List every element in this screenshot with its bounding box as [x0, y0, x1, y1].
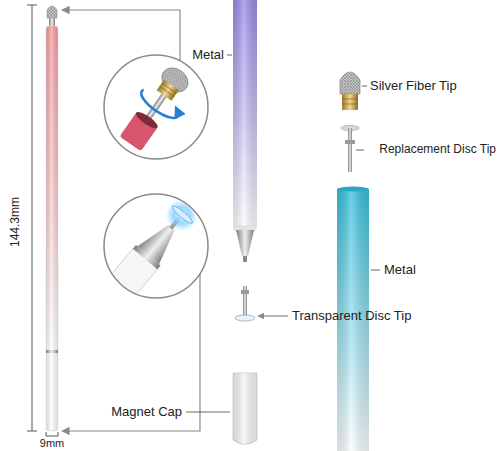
clear-disc [235, 315, 255, 321]
thread [342, 99, 358, 100]
magnet-cap [233, 373, 257, 445]
gold-collar [342, 94, 358, 110]
disc-glow [159, 193, 204, 238]
thread [342, 104, 358, 105]
nib-end [243, 256, 247, 262]
left-stylus [46, 6, 58, 431]
pen-shading [233, 0, 257, 228]
part-label: Magnet Cap [111, 405, 182, 420]
fiber-tip [340, 72, 360, 94]
pen-opening [134, 109, 160, 130]
leader-line [356, 150, 364, 151]
cap-shading [233, 373, 257, 445]
length-dimension [27, 5, 37, 431]
leader-line [227, 55, 232, 56]
callout-leader [62, 274, 200, 431]
dimension-tick [27, 5, 37, 6]
pen-shading [46, 26, 58, 431]
part-label: Transparent Disc Tip [292, 309, 411, 324]
clear-disc [170, 204, 194, 225]
width-dimension-label: 9mm [40, 437, 64, 450]
silver-fiber-tip [340, 72, 360, 110]
middle-stylus [233, 0, 257, 262]
length-dimension-label: 144.3mm [9, 194, 23, 250]
tip-pin [348, 128, 352, 172]
detail-circle [104, 194, 208, 298]
pin-collar [241, 290, 249, 294]
cap-body [233, 373, 257, 445]
metal-ring [46, 350, 58, 353]
pen-ring [234, 226, 256, 230]
pin-collar [345, 140, 355, 144]
callout-leader [62, 10, 180, 61]
width-dimension [46, 432, 58, 436]
dimension-bracket [46, 432, 58, 436]
leader-line [186, 412, 230, 413]
thread [162, 83, 177, 93]
detail-circle [104, 55, 208, 159]
leader-line [371, 270, 380, 271]
tip-detail [113, 59, 200, 157]
part-label: Metal [384, 263, 416, 278]
fiber-tip [47, 6, 57, 18]
pen-body [46, 26, 58, 431]
leader-line [362, 86, 367, 87]
part-label: Metal [192, 48, 224, 63]
rotate-arrow [137, 88, 180, 123]
replacement-disc-tip [341, 126, 359, 173]
metal-cone [236, 230, 254, 256]
dimension-line [32, 5, 33, 431]
transparent-disc-tip [235, 286, 255, 321]
leader-line [258, 316, 288, 317]
nib-detail [88, 193, 204, 322]
pen-opening [338, 187, 368, 192]
pen-body [233, 0, 257, 228]
part-label: Replacement Disc Tip [379, 143, 496, 157]
dimension-tick [27, 431, 37, 432]
metal-collar [49, 18, 55, 27]
part-label: Silver Fiber Tip [370, 79, 457, 94]
